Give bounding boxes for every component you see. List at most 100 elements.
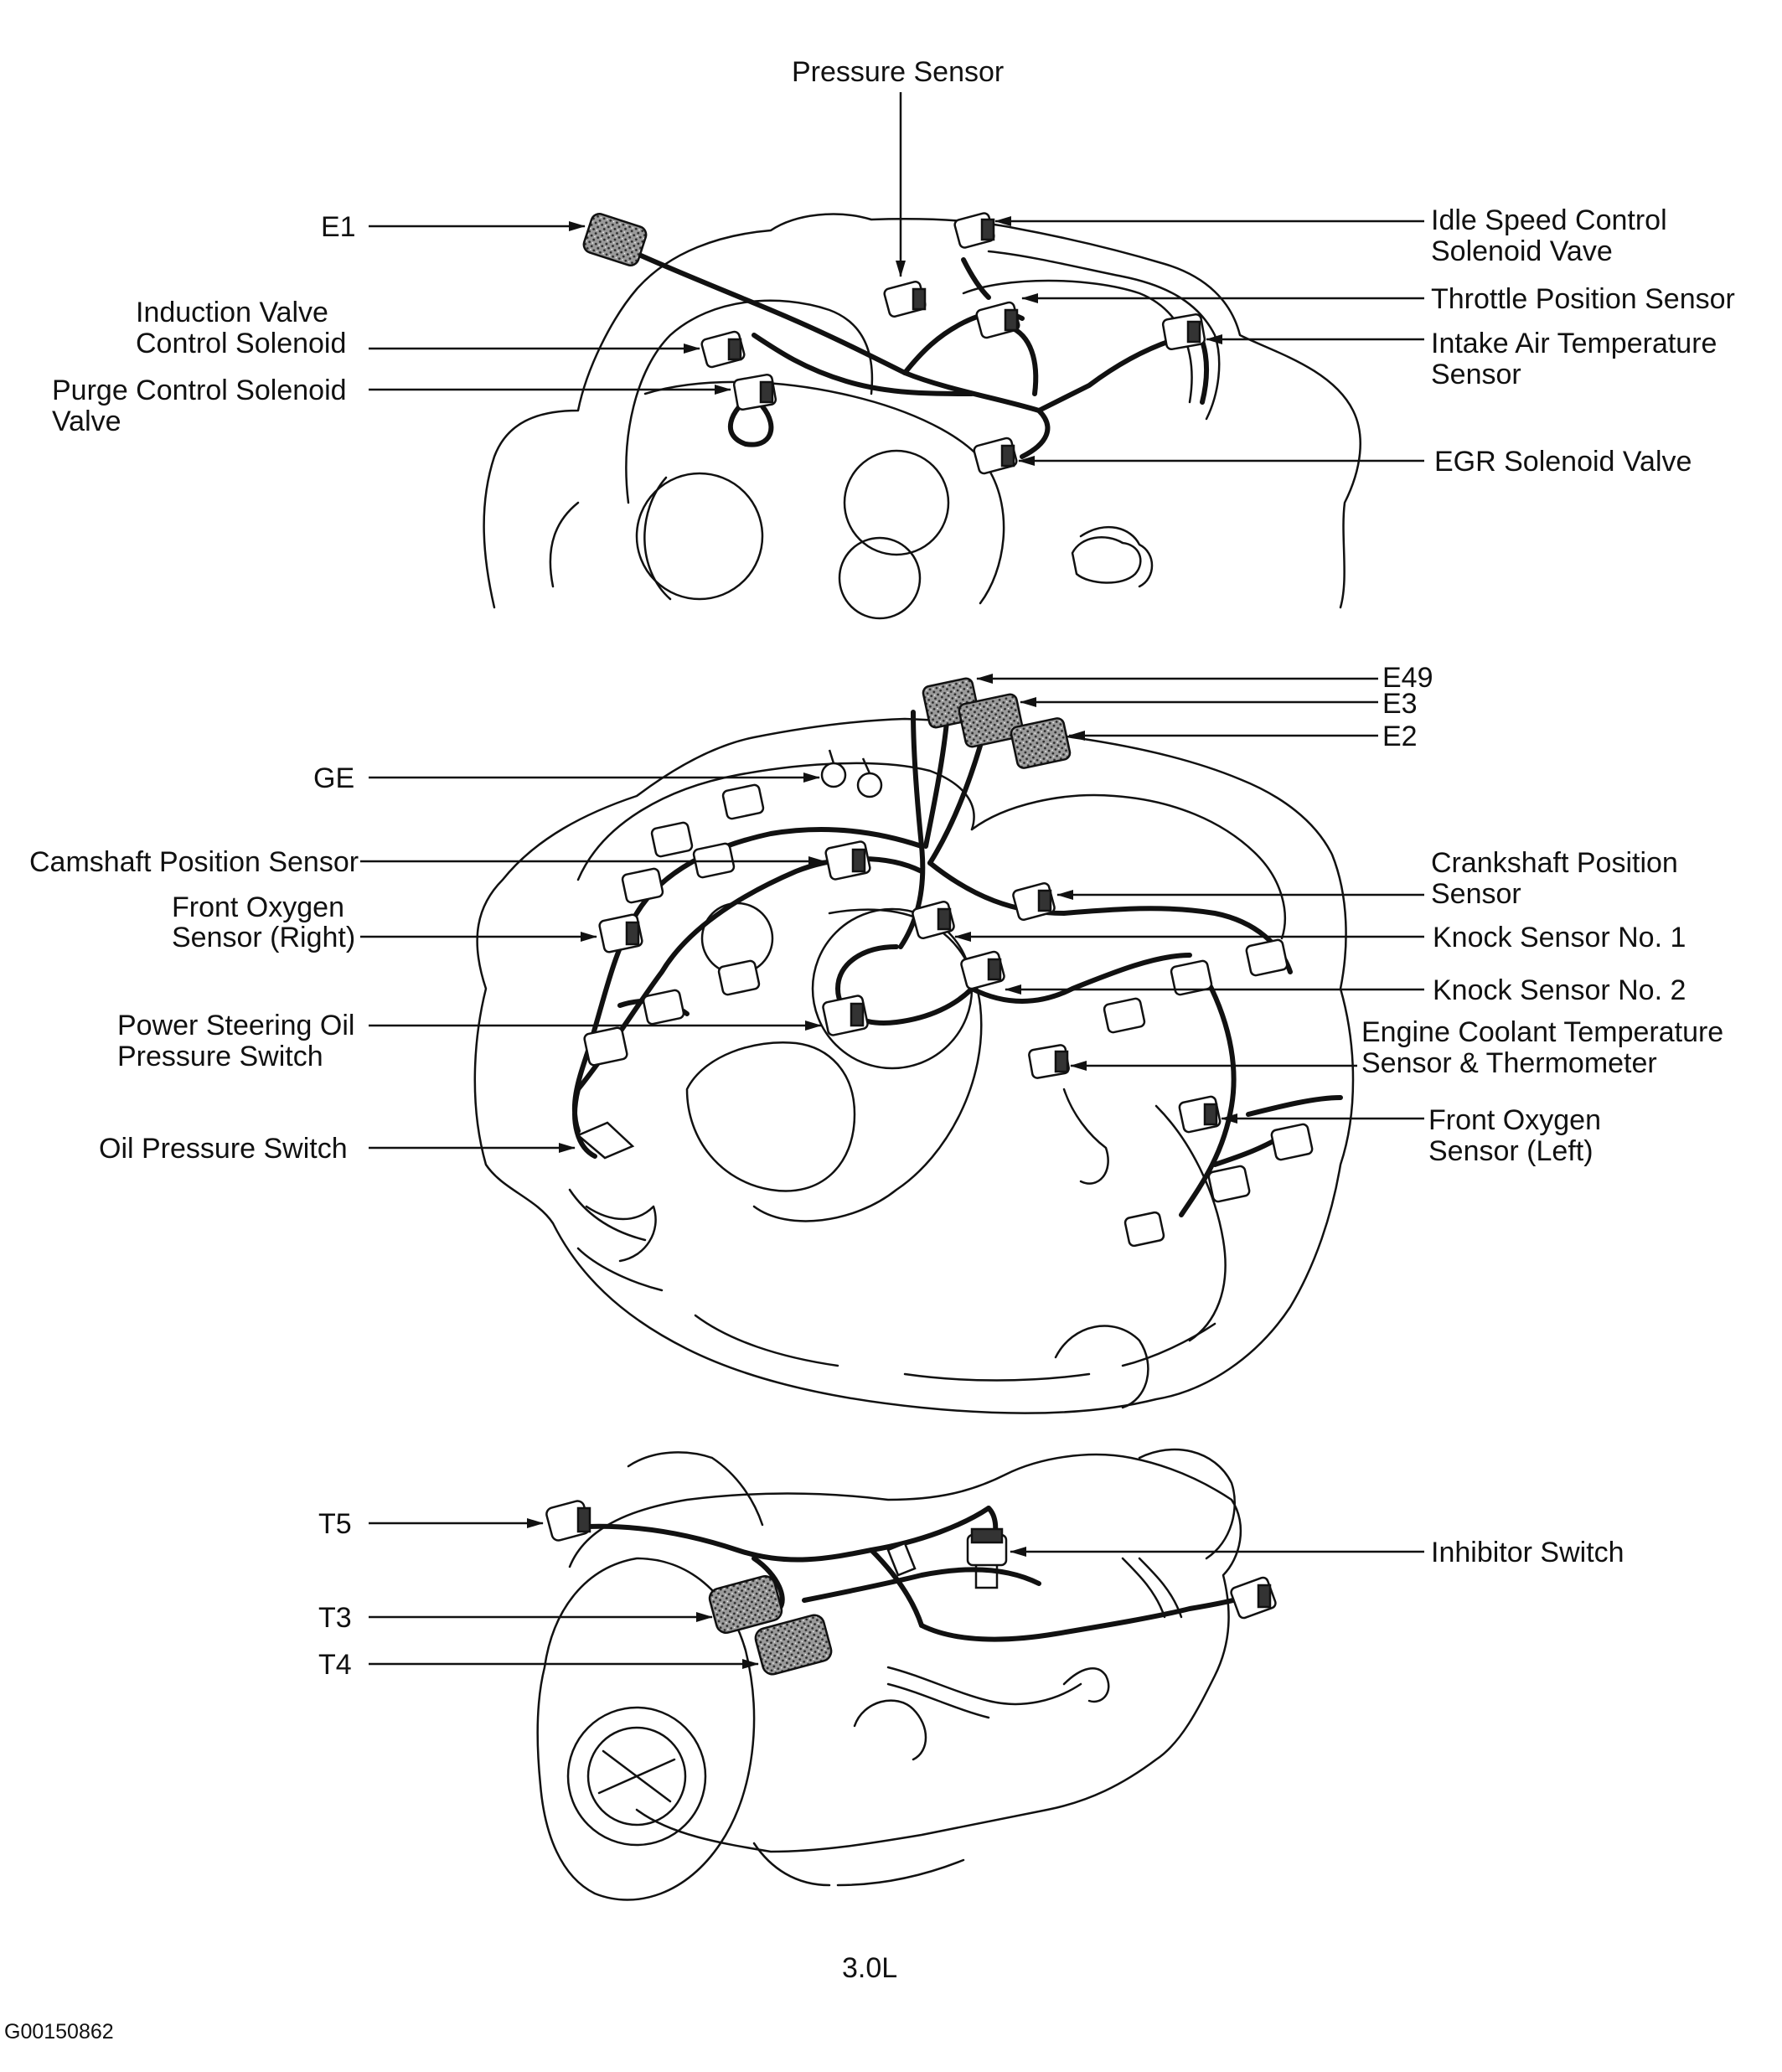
label-camshaft-position-sensor: Camshaft Position Sensor [29, 846, 359, 878]
inhibitor-switch-connector [966, 1527, 1008, 1589]
pulley-3 [838, 536, 922, 620]
label-crankshaft-line2: Sensor [1431, 878, 1521, 910]
water-outlet [1062, 1088, 1109, 1185]
idle-speed-control-valve-connector [953, 212, 995, 249]
e3-connector [958, 693, 1025, 748]
front-cover [685, 1041, 856, 1192]
torque-converter-cross [597, 1749, 676, 1803]
extra-connector-3 [621, 867, 664, 904]
shift-lever [1121, 1557, 1183, 1619]
tail-housing [1138, 1448, 1236, 1560]
label-e2: E2 [1382, 721, 1418, 752]
knock-sensor-1-connector [912, 901, 955, 939]
label-knock-sensor-2: Knock Sensor No. 2 [1433, 974, 1686, 1006]
engine-top-lower-body [549, 501, 1154, 588]
right-transmission-connector [1230, 1576, 1277, 1620]
label-purge-control-line2: Valve [52, 406, 121, 437]
label-front-o2-left-line2: Sensor (Left) [1428, 1135, 1593, 1167]
leader-lines [360, 92, 1424, 1669]
front-cap [1071, 536, 1142, 584]
extra-connector-11 [1270, 1123, 1314, 1161]
label-throttle-position-sensor: Throttle Position Sensor [1431, 283, 1735, 315]
t4-connector [754, 1614, 833, 1676]
oil-pan [568, 1188, 664, 1292]
e2-connector [1010, 717, 1072, 769]
engine-top-drawing [483, 213, 1361, 620]
transmission-lower [752, 1842, 965, 1887]
ps-oil-pressure-connector [822, 995, 869, 1036]
engine-top-right-bank [987, 250, 1221, 421]
front-o2-left-connector [1178, 1095, 1222, 1134]
extra-connector-2 [650, 821, 694, 858]
label-front-o2-right-line2: Sensor (Right) [172, 922, 356, 953]
label-purge-control-line1: Purge Control Solenoid [52, 375, 347, 406]
left-cylinder-bank [576, 762, 975, 881]
label-power-steering-line1: Power Steering Oil [117, 1010, 355, 1041]
knock-sensor-2-connector [960, 950, 1005, 990]
label-e1: E1 [321, 211, 356, 243]
throttle-position-sensor-connector [975, 301, 1020, 339]
label-intake-air-temp-line2: Sensor [1431, 359, 1521, 390]
oil-filter [1054, 1325, 1149, 1409]
extra-connector-13 [1123, 1211, 1165, 1248]
torque-converter-inner [586, 1726, 687, 1827]
label-idle-speed-line2: Solenoid Vave [1431, 235, 1613, 267]
extra-connector-5 [583, 1026, 628, 1067]
torque-converter-outer [566, 1706, 707, 1847]
label-idle-speed-line1: Idle Speed Control [1431, 204, 1667, 236]
extra-connector-6 [642, 989, 685, 1026]
harness-clamp [886, 1542, 917, 1577]
label-inhibitor-switch: Inhibitor Switch [1431, 1537, 1624, 1568]
transmission-drawing [536, 1448, 1242, 1901]
label-coolant-temp-line1: Engine Coolant Temperature [1361, 1016, 1724, 1048]
output-shaft [853, 1699, 927, 1761]
t3-connector [708, 1575, 783, 1634]
crank-sensor-connector [1012, 882, 1056, 921]
camshaft-sensor-connector [824, 840, 871, 881]
front-o2-right-connector [598, 913, 643, 953]
label-coolant-temp-line2: Sensor & Thermometer [1361, 1047, 1657, 1079]
label-front-o2-right-line1: Front Oxygen [172, 891, 344, 923]
label-knock-sensor-1: Knock Sensor No. 1 [1433, 922, 1686, 953]
bell-housing [536, 1557, 756, 1901]
intake-plenum [962, 279, 1193, 404]
engine-top-outline [483, 213, 1361, 609]
label-induction-valve-line2: Control Solenoid [136, 328, 347, 359]
extra-connector-1 [721, 783, 765, 820]
engine-top-left-bank [625, 299, 874, 504]
transmission-top-line [627, 1451, 764, 1527]
lower-block-ribs [694, 1314, 1216, 1382]
label-intake-air-temp-line1: Intake Air Temperature [1431, 328, 1717, 359]
engine-mount [585, 1205, 657, 1263]
intake-air-temp-connector [1161, 313, 1206, 351]
label-power-steering-line2: Pressure Switch [117, 1041, 323, 1072]
engine-middle-outline [473, 717, 1355, 1414]
ge-ground-terminals [820, 749, 883, 798]
extra-connector-8 [1170, 959, 1213, 996]
t5-connector [545, 1500, 591, 1542]
shift-linkage [1062, 1667, 1110, 1703]
label-e3: E3 [1382, 688, 1418, 720]
pulley-1 [635, 472, 764, 601]
label-ge: GE [313, 762, 355, 794]
egr-valve-connector [973, 437, 1018, 475]
label-t4: T4 [318, 1649, 352, 1681]
label-front-o2-left-line1: Front Oxygen [1428, 1104, 1601, 1136]
extra-connector-10 [1245, 938, 1289, 977]
transmission-wire-harness [584, 1506, 1251, 1642]
dipstick-tube [886, 1666, 1082, 1719]
transmission-case [568, 1453, 1242, 1853]
figure-caption: 3.0L [842, 1952, 898, 1984]
purge-control-connector [732, 373, 777, 411]
transmission-connectors [545, 1500, 1277, 1676]
label-egr-solenoid-valve: EGR Solenoid Valve [1434, 446, 1692, 478]
middle-connectors [576, 677, 1314, 1248]
label-oil-pressure-switch: Oil Pressure Switch [99, 1133, 348, 1165]
label-t3: T3 [318, 1602, 352, 1634]
right-cylinder-bank [970, 793, 1286, 940]
label-crankshaft-line1: Crankshaft Position [1431, 847, 1678, 879]
e1-connector [582, 213, 648, 266]
label-e49: E49 [1382, 662, 1433, 694]
